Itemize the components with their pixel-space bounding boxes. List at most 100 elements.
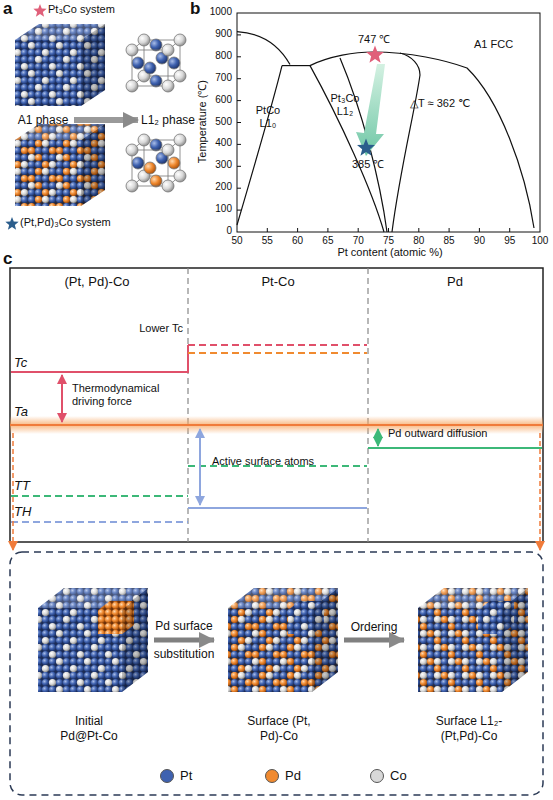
node-box: L1₂ phase xyxy=(138,112,198,128)
node-box: Initial Pd@Pt-Co xyxy=(24,582,154,744)
node-label: L1₂ phase xyxy=(138,113,198,128)
phase-boundaries xyxy=(340,58,387,232)
a1-lattice-ptco xyxy=(81,24,105,106)
nanocube-ordered xyxy=(478,610,502,634)
legend-entry: Pt xyxy=(160,768,192,783)
label-text: 0 xyxy=(198,225,232,237)
label-text: TH xyxy=(14,504,44,520)
l12-unit-cell-pd xyxy=(126,144,138,156)
legend-swatch xyxy=(370,769,384,783)
label-text: 85 xyxy=(434,235,464,247)
label-text: 95 xyxy=(495,235,525,247)
column-divider xyxy=(188,268,368,542)
red-star xyxy=(366,46,384,63)
zoom-arrow xyxy=(12,433,14,550)
label-text: Pd xyxy=(380,274,530,290)
nanocube-surface xyxy=(312,601,324,634)
label-text: 55 xyxy=(252,235,282,247)
label-text: Lower Tc xyxy=(100,322,183,335)
zoom-arrow xyxy=(539,433,541,550)
nanocube-initial xyxy=(122,601,134,634)
label-text: PtCo L1₀ xyxy=(246,104,290,130)
node-label: Surface (Pt, Pd)-Co xyxy=(238,714,320,744)
node-box: A1 phase xyxy=(12,112,74,128)
blue-star xyxy=(357,139,375,156)
tt-level-dashed xyxy=(11,466,367,496)
label-text: 200 xyxy=(198,181,232,193)
node-label: Surface L1₂-(Pt,Pd)-Co xyxy=(420,714,518,744)
label-text: Pt content (atomic %) xyxy=(290,246,490,259)
tc-level-dashed xyxy=(188,344,367,346)
label-text: c xyxy=(3,249,23,269)
phase-boundaries xyxy=(237,32,534,232)
label-text: TT xyxy=(14,478,44,494)
label-text: 1000 xyxy=(198,6,232,18)
a1-lattice-ptpdco xyxy=(15,140,81,206)
l12-unit-cell-pd xyxy=(132,157,144,169)
nanocube-ordered xyxy=(502,601,514,634)
a1-lattice-ptpdco xyxy=(81,124,105,206)
phase-diagram-axes xyxy=(237,13,540,232)
label-text: (Pt, Pd)-Co xyxy=(22,274,172,290)
l12-unit-cell xyxy=(162,44,174,56)
l12-unit-cell-pd xyxy=(144,162,156,174)
label-text: Temperature (℃) xyxy=(196,57,209,187)
l12-unit-cell xyxy=(162,80,174,92)
node-box: Surface L1₂-(Pt,Pd)-Co xyxy=(404,582,534,744)
l12-unit-cell-pd xyxy=(174,134,186,146)
a1-lattice-ptpdco xyxy=(15,124,105,206)
label-text: Pt₃Co system xyxy=(48,3,178,16)
phase-diagram-axes xyxy=(237,13,540,232)
zoom-box xyxy=(10,552,543,795)
diffusion-arrow xyxy=(377,429,379,446)
legend-text: Pt xyxy=(180,768,192,783)
label-text: 65 xyxy=(313,235,343,247)
column-divider xyxy=(367,268,368,542)
label-text: 747 ℃ xyxy=(358,33,408,46)
legend-swatch xyxy=(265,769,279,783)
cooling-arrow xyxy=(356,64,385,156)
l12-unit-cell xyxy=(174,70,186,82)
a1-lattice-ptco xyxy=(15,24,105,106)
l12-unit-cell-pd xyxy=(132,150,168,186)
node-box: Surface (Pt, Pd)-Co xyxy=(214,582,344,744)
l12-unit-cell xyxy=(132,57,144,69)
nanocube-surface xyxy=(228,588,338,692)
node-label: Initial Pd@Pt-Co xyxy=(53,714,125,744)
label-text: 80 xyxy=(404,235,434,247)
a1-lattice-ptpdco xyxy=(81,124,105,206)
nanocube-initial xyxy=(98,610,122,634)
label-text: 385 ℃ xyxy=(352,158,402,171)
surface-atoms-arrow xyxy=(199,429,201,505)
driving-force-arrow xyxy=(61,375,63,422)
l12-unit-cell-pd xyxy=(150,175,162,187)
label-text: Pd outward diffusion xyxy=(388,427,538,440)
node-label: A1 phase xyxy=(12,113,74,128)
label-text: b xyxy=(190,0,210,19)
label-text: Pt-Co xyxy=(203,274,353,290)
l12-unit-cell-pd xyxy=(138,134,150,146)
l12-unit-cell xyxy=(126,80,138,92)
label-text: 100 xyxy=(525,235,553,247)
a1-lattice-ptco xyxy=(15,40,81,106)
a1-lattice-ptco xyxy=(81,24,105,106)
ta-level xyxy=(10,424,543,426)
process-arrow xyxy=(154,637,214,642)
label-text: 75 xyxy=(374,235,404,247)
nanocube-ordered xyxy=(418,588,528,692)
l12-unit-cell-pd xyxy=(132,140,180,186)
label-text: Active surface atoms xyxy=(212,455,362,468)
label-text: 60 xyxy=(283,235,313,247)
nanocube-initial xyxy=(38,588,148,692)
l12-unit-cell xyxy=(150,75,162,87)
l12-unit-cell xyxy=(132,40,180,86)
panel-frame xyxy=(10,268,543,542)
l12-unit-cell xyxy=(144,62,156,74)
label-text: Thermodynamical driving force xyxy=(72,382,182,408)
label-text: Ta xyxy=(14,404,44,420)
column-divider xyxy=(187,268,188,542)
nanocube-initial xyxy=(38,608,122,692)
nanocube-ordered xyxy=(418,608,502,692)
process-arrow xyxy=(344,637,404,642)
